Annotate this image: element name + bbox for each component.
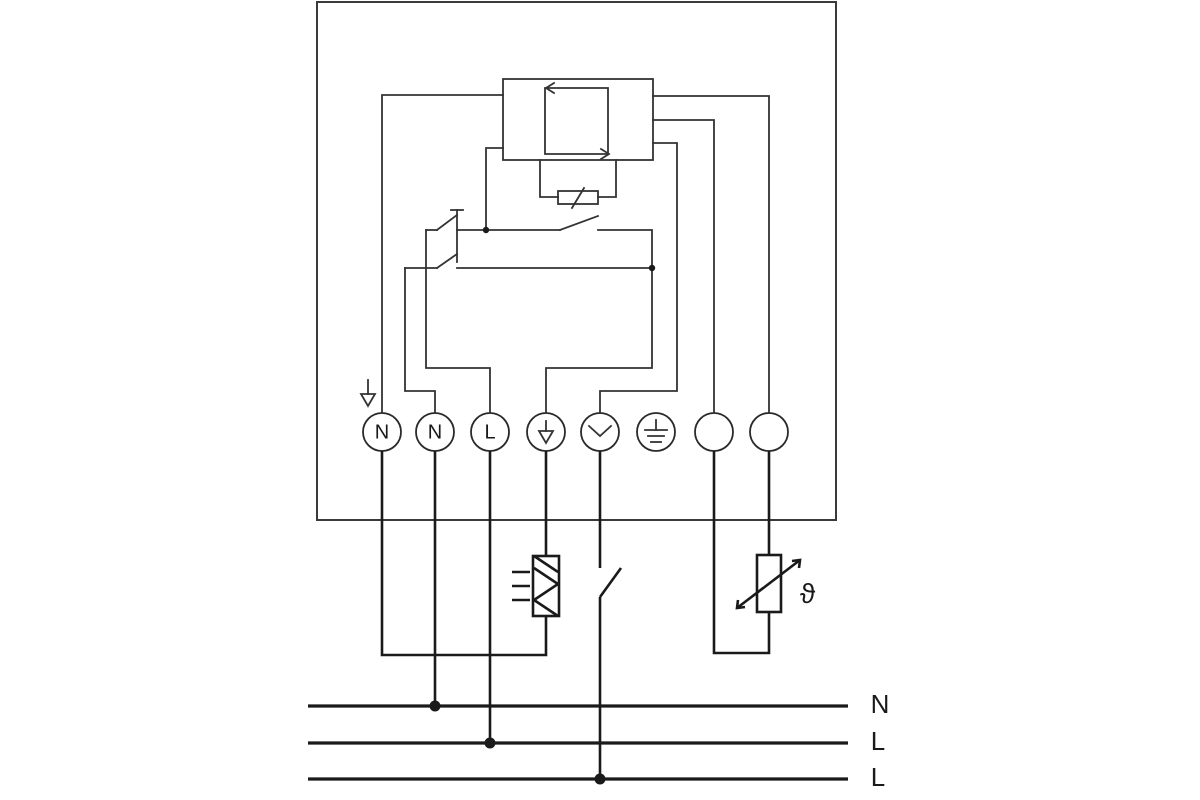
terminal-n-pe: N bbox=[359, 379, 402, 452]
external-wiring bbox=[380, 451, 771, 779]
supply-line-l2-label: L bbox=[871, 762, 885, 792]
terminal-n-pe-label: N bbox=[375, 421, 389, 443]
supply-line-n-label: N bbox=[871, 689, 890, 719]
internal-wiring bbox=[381, 94, 770, 414]
terminal-earth bbox=[636, 412, 676, 452]
temperature-sensor-icon: ϑ bbox=[735, 553, 816, 614]
terminal-l-label: L bbox=[484, 421, 495, 443]
sensor-theta-label: ϑ bbox=[800, 578, 816, 609]
relay-coil-icon bbox=[539, 159, 617, 210]
terminal-l: L bbox=[470, 412, 510, 452]
heating-element-icon bbox=[512, 554, 561, 618]
terminal-heating-output bbox=[526, 412, 566, 452]
supply-bus: N L L bbox=[308, 689, 889, 792]
terminal-sensor-b bbox=[749, 412, 789, 452]
terminal-n: N bbox=[415, 412, 455, 452]
down-arrow-icon bbox=[359, 379, 377, 408]
supply-line-l1-label: L bbox=[871, 726, 885, 756]
terminal-sensor-a bbox=[694, 412, 734, 452]
earth-ground-icon bbox=[644, 419, 668, 443]
device-enclosure bbox=[316, 1, 837, 521]
heating-output-icon bbox=[537, 420, 555, 445]
external-switch-icon bbox=[598, 567, 623, 598]
terminal-n-label: N bbox=[428, 421, 442, 443]
terminal-setback-timer bbox=[580, 412, 620, 452]
setback-timer-icon bbox=[587, 424, 613, 438]
control-unit-icon bbox=[502, 78, 654, 161]
